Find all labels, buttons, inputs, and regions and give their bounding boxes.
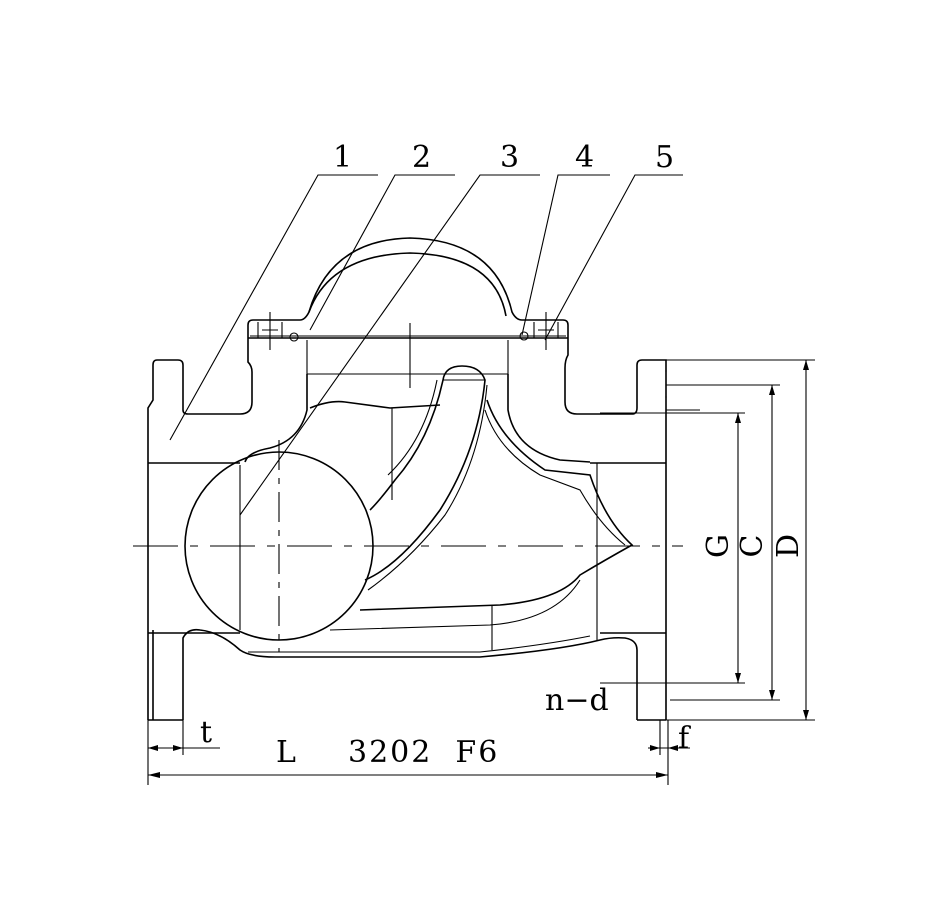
callout-3: 3 — [500, 140, 519, 175]
dim-t-label: t — [200, 715, 212, 750]
center-lines — [133, 323, 683, 652]
dim-d-label: D — [771, 534, 806, 558]
callout-2: 2 — [412, 140, 431, 175]
callout-4: 4 — [575, 140, 594, 175]
callout-5: 5 — [655, 140, 674, 175]
dim-c-label: C — [735, 535, 770, 558]
dimension-lines — [147, 359, 815, 785]
leader-lines — [169, 174, 683, 516]
model-label: 3202 F6 — [348, 735, 499, 770]
dim-nd-label: n−d — [545, 683, 609, 718]
valve-body — [147, 237, 700, 721]
dim-f-label: f — [678, 721, 691, 756]
dim-g-label: G — [701, 534, 736, 558]
callout-1: 1 — [333, 140, 352, 175]
dim-l-label: L — [276, 735, 298, 770]
